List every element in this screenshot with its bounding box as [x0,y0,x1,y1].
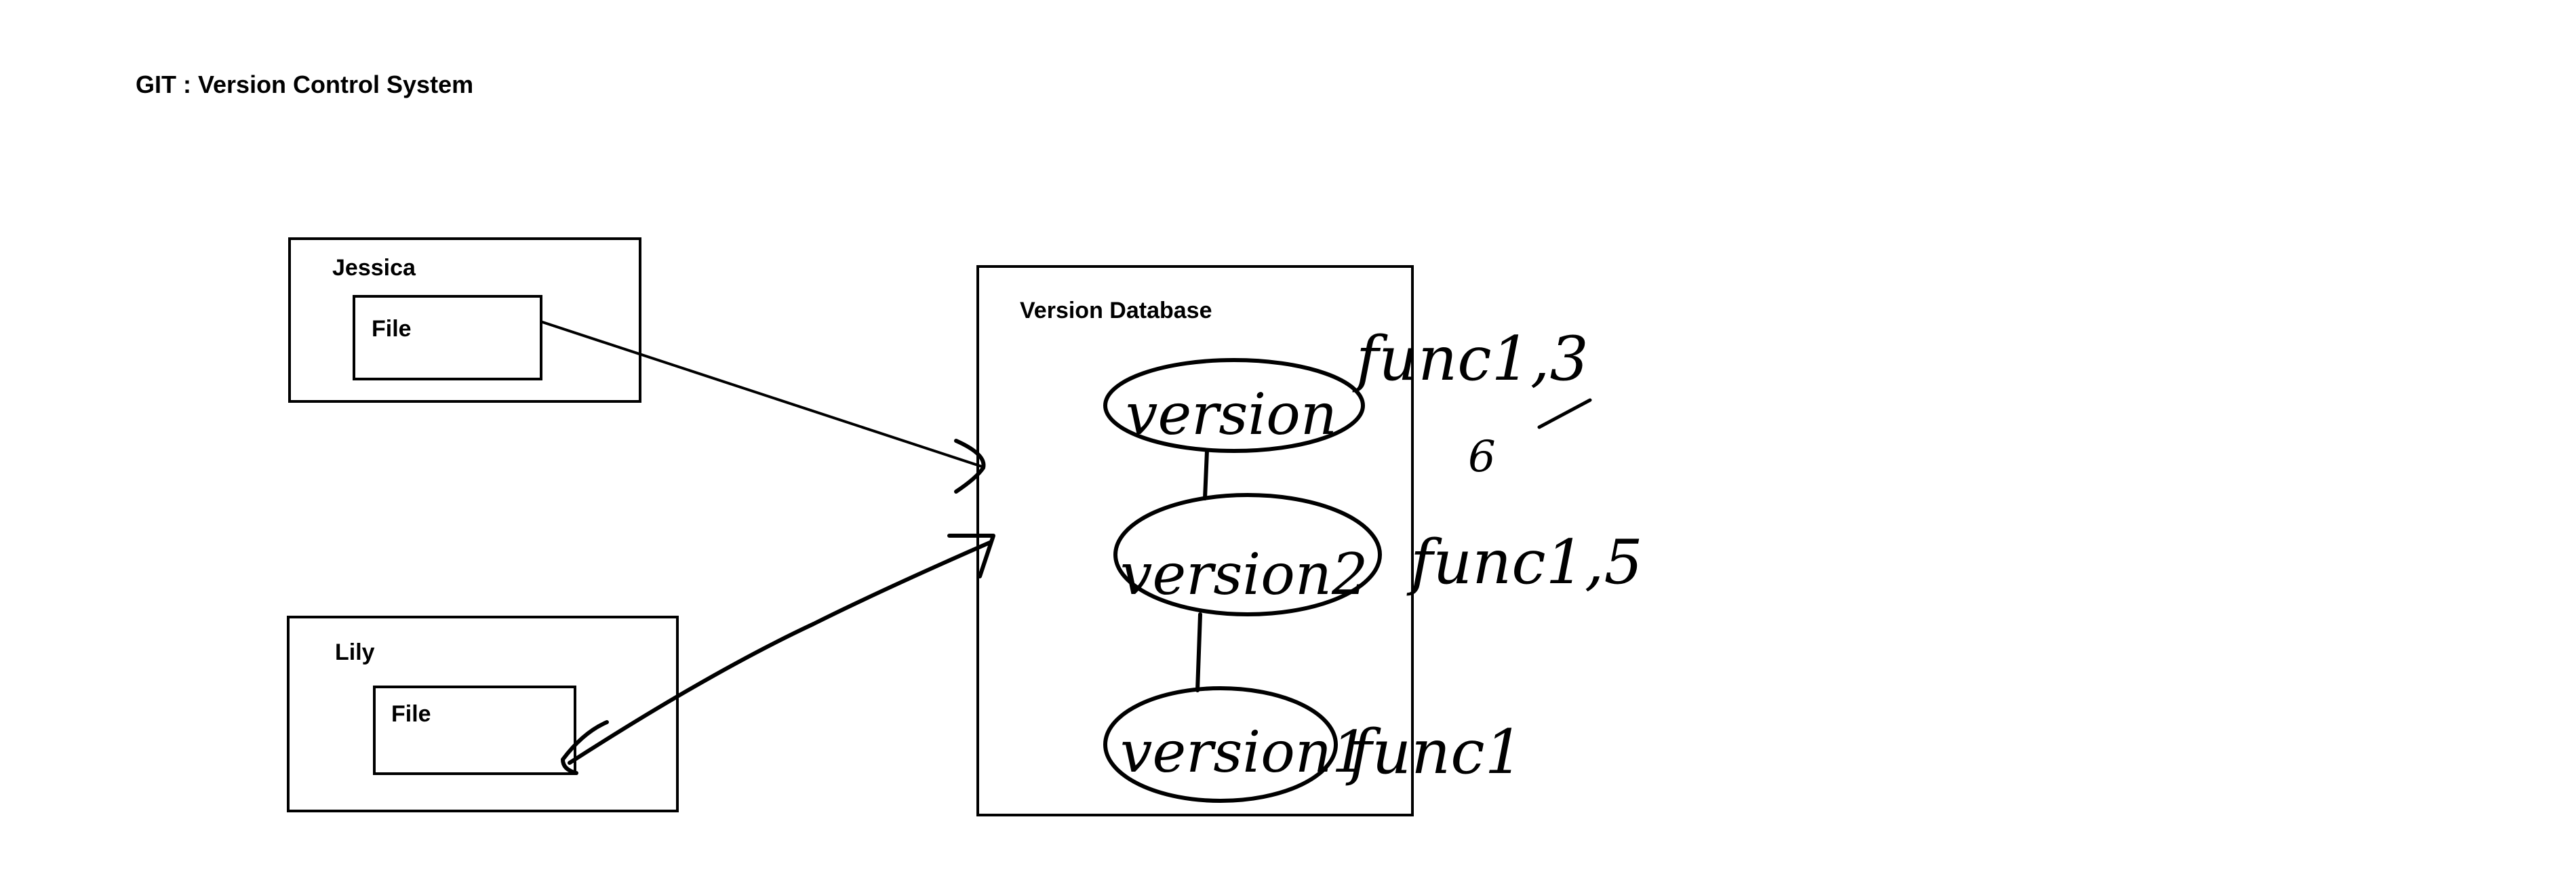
version-database-label: Version Database [1020,298,1212,323]
version-top-note-extra: 6 [1468,432,1496,482]
jessica-box [288,237,641,403]
lily-file-label: File [391,701,431,727]
lily-file-box [373,686,576,775]
page-title: GIT : Version Control System [136,71,474,98]
lily-label: Lily [335,639,375,665]
jessica-label: Jessica [332,255,416,281]
note-stroke [1537,398,1592,429]
version2-note: func1,5 [1406,527,1643,598]
version-database-box [976,265,1414,816]
jessica-file-label: File [372,316,412,342]
